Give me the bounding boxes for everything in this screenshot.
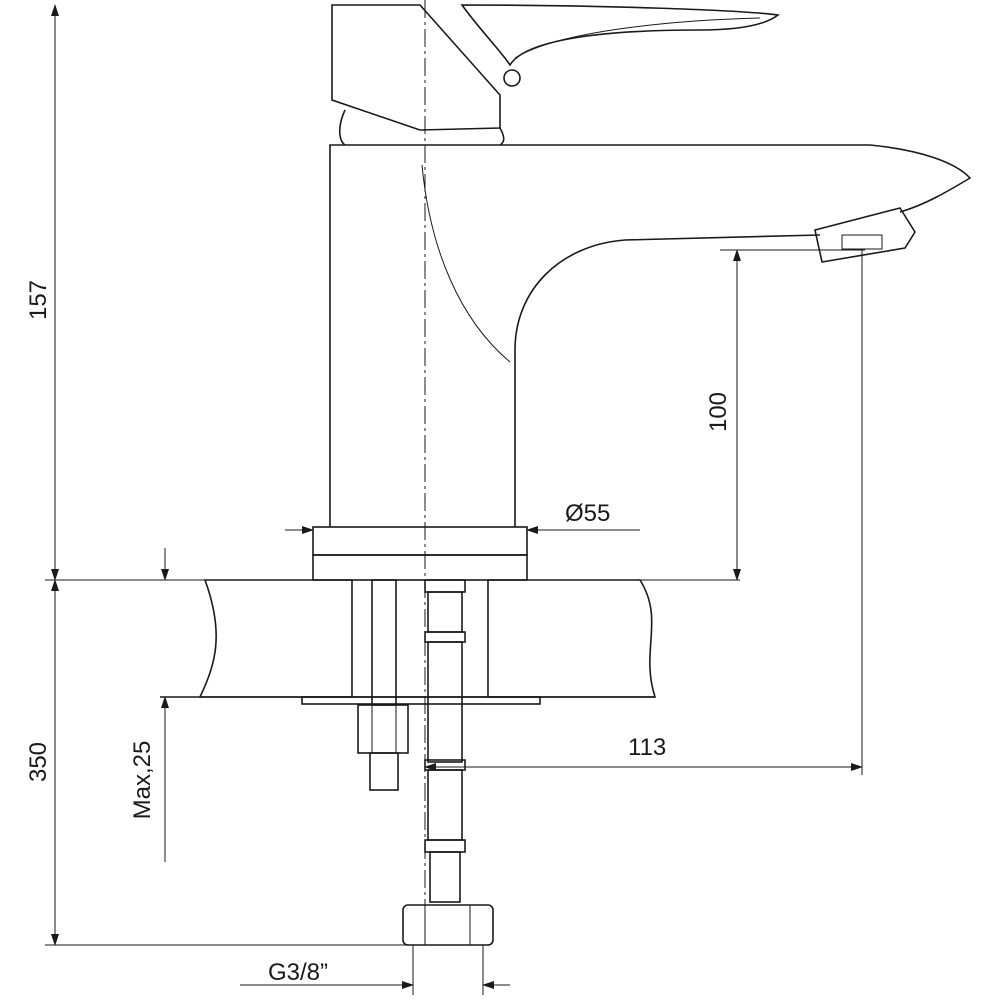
- dim-total-height: 157: [25, 280, 52, 320]
- mounting-stud: [357, 579, 409, 791]
- aerator: [814, 207, 916, 263]
- hose-nut: [402, 904, 494, 946]
- dim-thread: G3/8”: [268, 959, 328, 986]
- faucet-body: [329, 144, 972, 527]
- lever-handle: [331, 4, 781, 146]
- dim-base-diameter: Ø55: [565, 500, 610, 527]
- base-ring: [312, 526, 528, 556]
- flexible-hose: [402, 579, 494, 946]
- base-flange: [312, 554, 528, 581]
- dim-hose-length: 350: [25, 742, 52, 782]
- dim-spout-height: 100: [705, 392, 732, 432]
- dim-max-thickness: Max,25: [129, 741, 156, 820]
- dimension-lines: [45, 4, 865, 995]
- countertop-section: [160, 579, 657, 705]
- dim-spout-reach: 113: [628, 734, 666, 761]
